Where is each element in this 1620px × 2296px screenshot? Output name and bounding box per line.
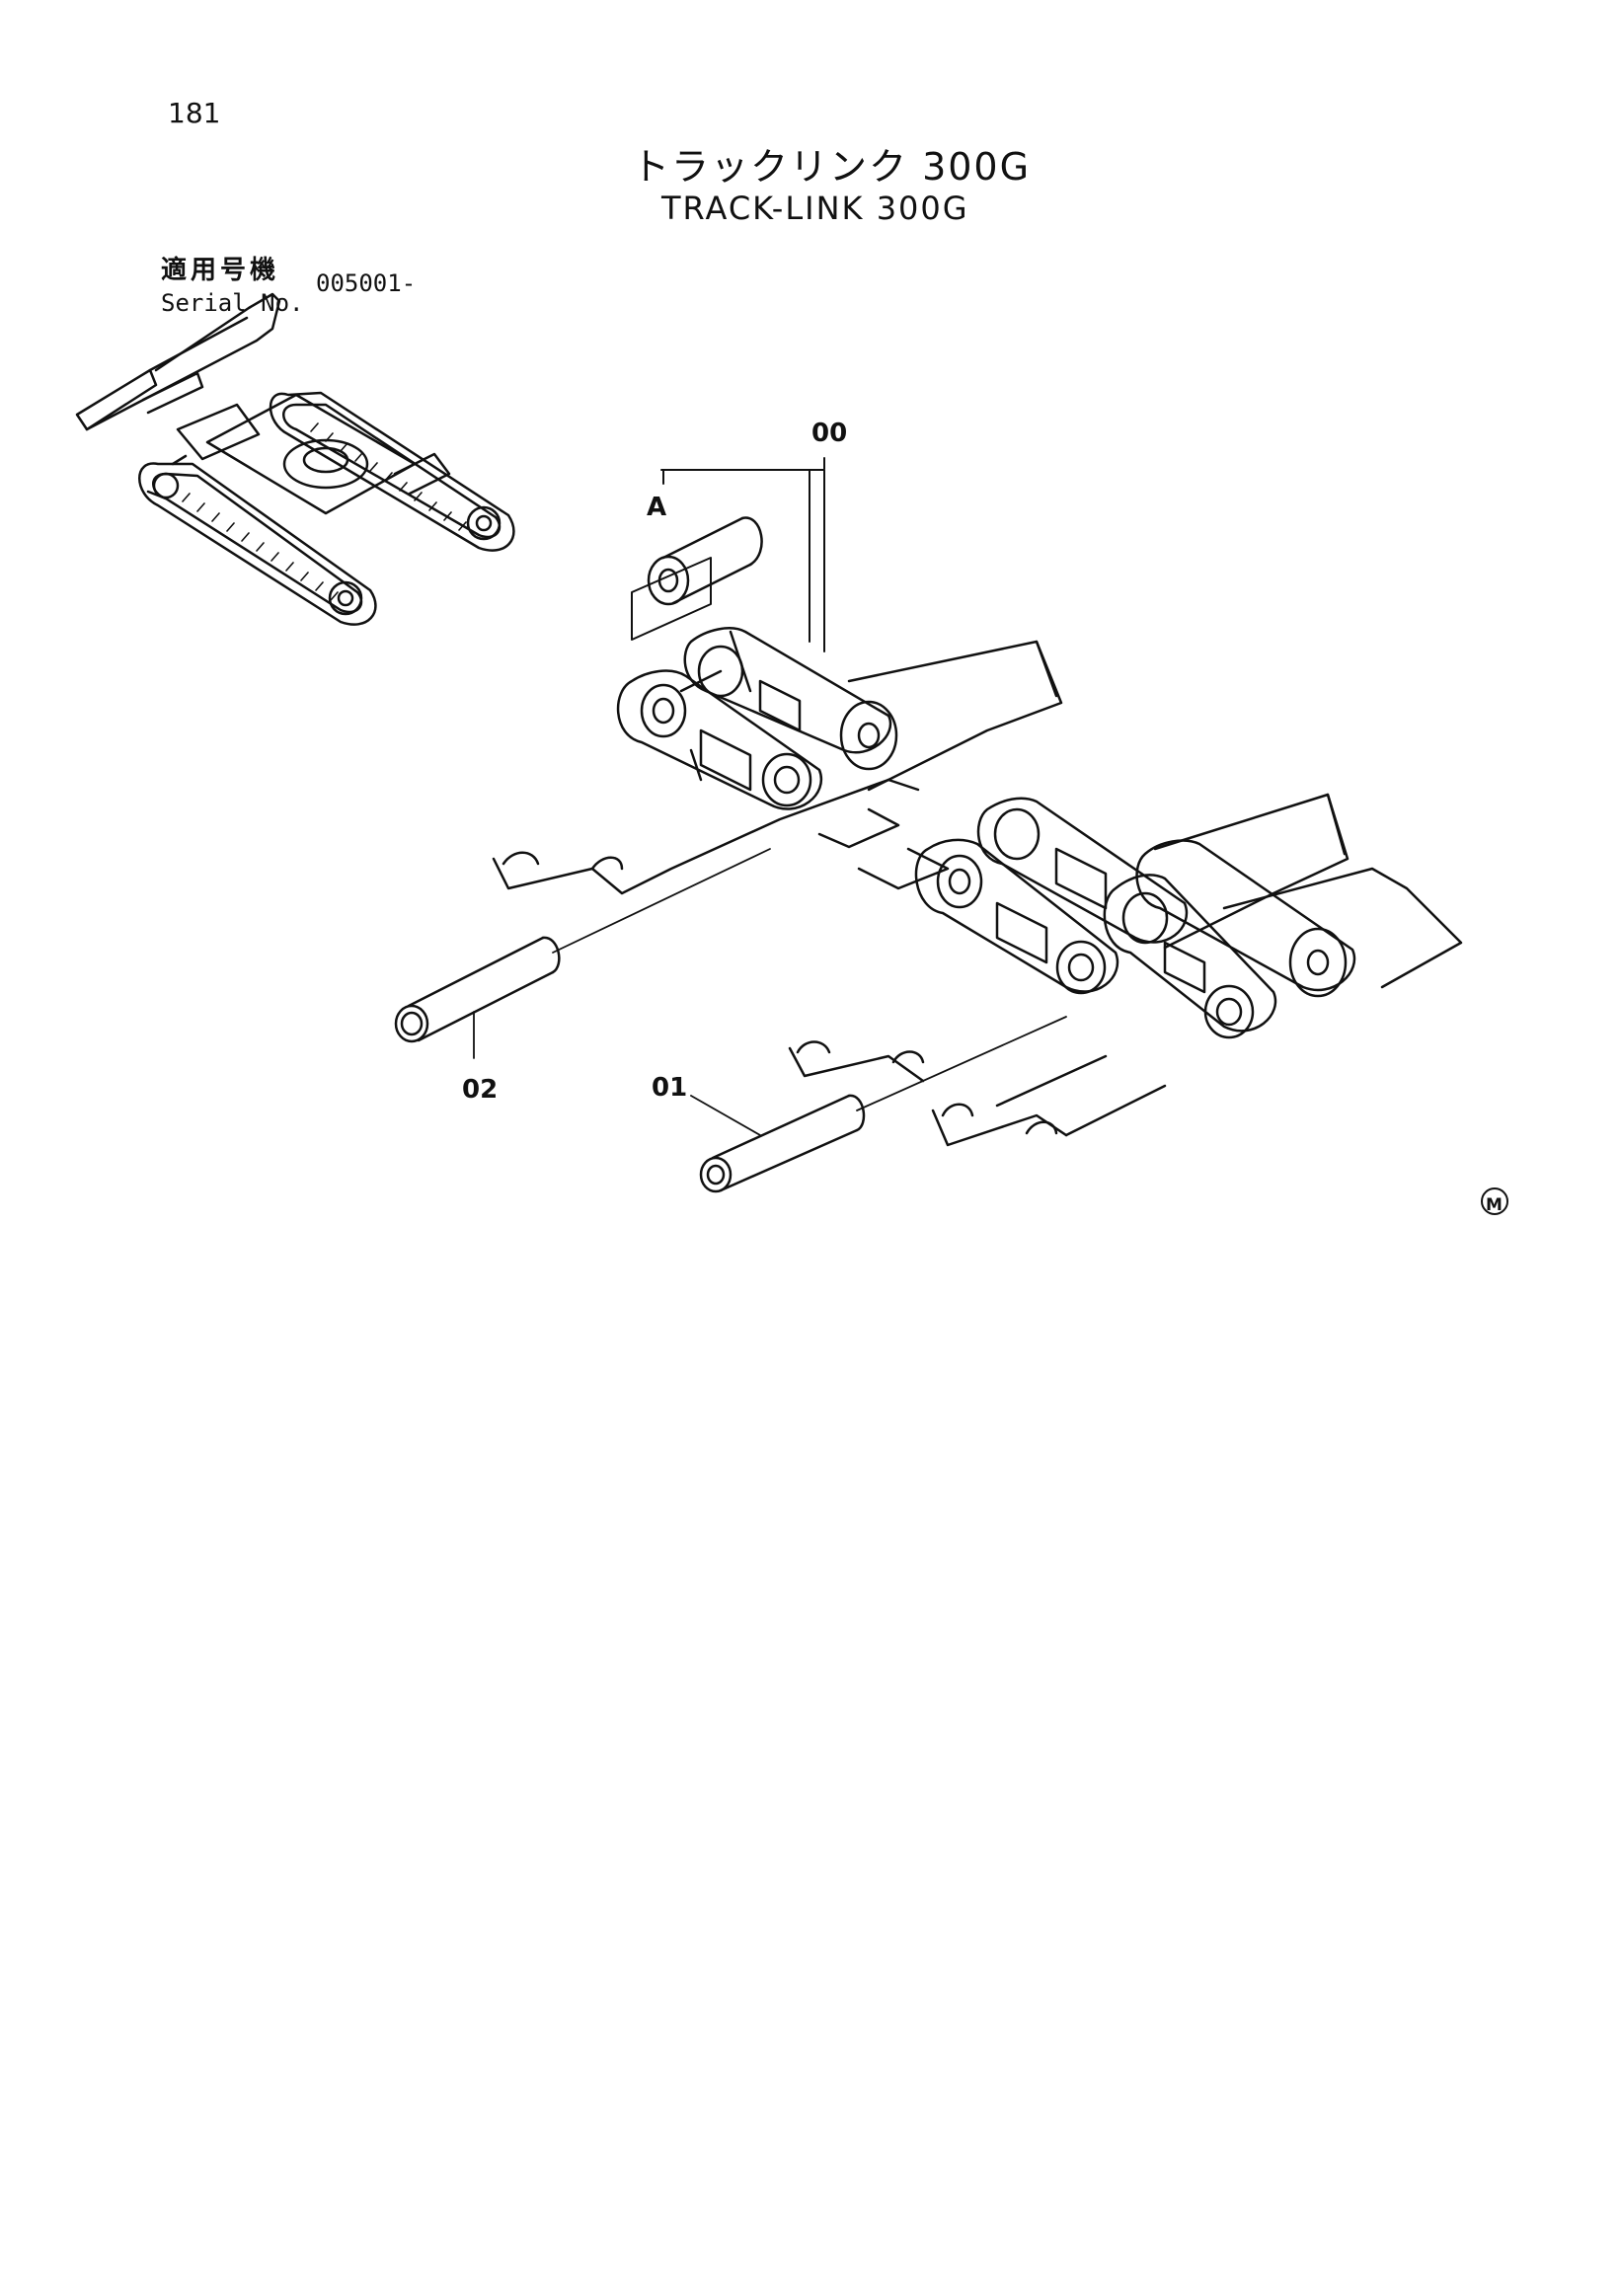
callout-00: 00 <box>811 419 847 448</box>
pin-part-01 <box>690 1016 1067 1193</box>
page-title-english: TRACK-LINK 300G <box>661 190 969 227</box>
callout-01: 01 <box>652 1073 687 1103</box>
pin-part-02 <box>394 848 771 1059</box>
callout-02: 02 <box>462 1075 498 1105</box>
page-number: 181 <box>168 97 221 129</box>
circled-m-mark <box>1481 1187 1508 1215</box>
page-title-japanese: トラックリンク 300G <box>632 145 1032 189</box>
lower-track-link-assembly <box>788 793 1463 1147</box>
serial-label-japanese: 適用号機 <box>161 256 280 285</box>
serial-number-range: 005001- <box>316 269 417 297</box>
parts-diagram: 00 A 02 01 M <box>75 292 1508 1215</box>
callout-a: A <box>647 493 666 522</box>
machine-overview-illustration <box>75 292 515 626</box>
circled-m-label: M <box>1486 1195 1503 1215</box>
upper-track-link-assembly <box>492 627 1063 895</box>
bushing-part-a <box>631 516 763 641</box>
